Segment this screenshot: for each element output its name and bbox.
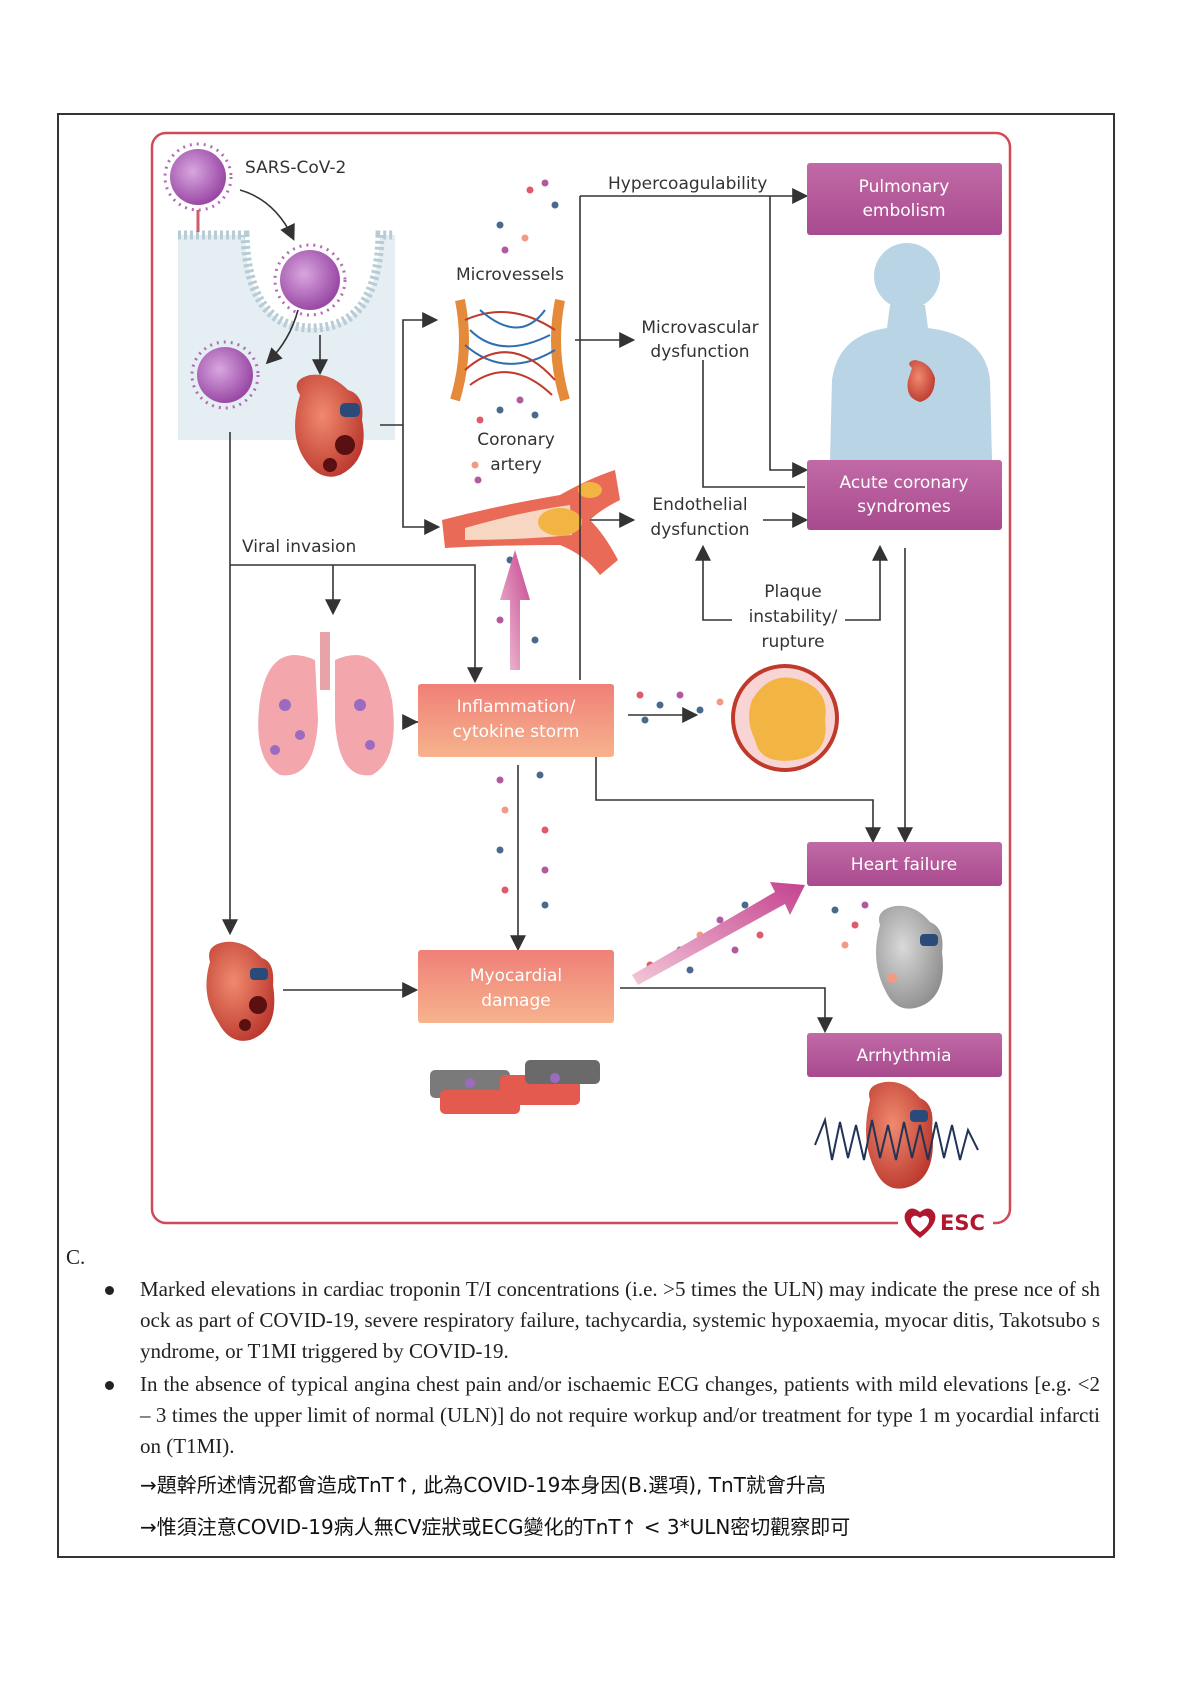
heart-failure-heart-icon <box>876 905 943 1009</box>
microvascular-label-2: dysfunction <box>650 342 749 362</box>
bullet-item: Marked elevations in cardiac troponin T/… <box>100 1274 1100 1367</box>
endothelial-label-2: dysfunction <box>650 520 749 540</box>
svg-text:Pulmonary: Pulmonary <box>859 177 950 197</box>
svg-text:Acute coronary: Acute coronary <box>840 473 969 493</box>
coronary-label-2: artery <box>490 455 542 475</box>
coronary-artery-illustration <box>442 470 620 575</box>
virus-label: SARS-CoV-2 <box>245 158 346 178</box>
pink-arrow-diagonal <box>632 882 805 985</box>
lungs-illustration <box>258 632 394 776</box>
human-body-silhouette <box>830 243 992 460</box>
plaque-illustration <box>731 664 839 772</box>
cytokine-particles <box>471 179 869 974</box>
svg-text:ESC: ESC <box>940 1211 985 1235</box>
svg-text:Arrhythmia: Arrhythmia <box>857 1046 952 1066</box>
myocardial-cells-illustration <box>430 1060 600 1114</box>
svg-text:syndromes: syndromes <box>857 497 951 517</box>
pink-arrow-up <box>500 550 530 670</box>
svg-text:Heart failure: Heart failure <box>851 855 957 875</box>
heart-damaged-icon <box>206 941 275 1041</box>
plaque-label-2: instability/ <box>749 607 838 627</box>
plaque-label-1: Plaque <box>764 582 821 602</box>
arrhythmia-box: Arrhythmia <box>807 1033 1002 1077</box>
bullet-list: Marked elevations in cardiac troponin T/… <box>100 1274 1100 1464</box>
figure-frame <box>150 131 1012 1225</box>
bullet-dot-icon <box>105 1381 114 1390</box>
caption-letter: C. <box>66 1245 86 1269</box>
svg-text:cytokine storm: cytokine storm <box>453 722 580 742</box>
bullet-item: In the absence of typical angina chest p… <box>100 1369 1100 1462</box>
inflammation-box: Inflammation/ cytokine storm <box>418 684 614 757</box>
pulmonary-embolism-box: Pulmonary embolism <box>807 163 1002 235</box>
plaque-label-3: rupture <box>761 632 824 652</box>
microvessels-illustration <box>450 299 570 402</box>
microvessels-label: Microvessels <box>456 265 564 285</box>
heart-icon <box>295 374 364 477</box>
viral-invasion-label: Viral invasion <box>242 537 356 557</box>
bullet-dot-icon <box>105 1286 114 1295</box>
note-line-2: →惟須注意COVID-19病人無CV症狀或ECG變化的TnT↑ < 3*ULN密… <box>140 1515 851 1539</box>
coronary-label-1: Coronary <box>477 430 555 450</box>
microvascular-label-1: Microvascular <box>641 318 758 338</box>
virus-icon <box>163 142 233 232</box>
esc-logo: ESC <box>898 1205 993 1238</box>
note-line-1: →題幹所述情況都會造成TnT↑, 此為COVID-19本身因(B.選項), Tn… <box>140 1473 826 1497</box>
arrhythmia-ecg-illustration <box>814 1081 979 1189</box>
heart-failure-box: Heart failure <box>807 842 1002 886</box>
virus-entering-icon <box>273 243 347 317</box>
svg-text:embolism: embolism <box>862 201 945 221</box>
svg-text:Myocardial: Myocardial <box>470 966 562 986</box>
virus-inside-icon <box>190 340 260 410</box>
endothelial-label-1: Endothelial <box>652 495 747 515</box>
acute-coronary-syndromes-box: Acute coronary syndromes <box>807 460 1002 530</box>
hypercoagulability-label: Hypercoagulability <box>608 174 767 194</box>
svg-text:Inflammation/: Inflammation/ <box>457 697 576 717</box>
svg-text:damage: damage <box>481 991 550 1011</box>
connector-lines <box>222 188 913 1034</box>
myocardial-damage-box: Myocardial damage <box>418 950 614 1023</box>
outer-frame <box>57 113 1115 1558</box>
